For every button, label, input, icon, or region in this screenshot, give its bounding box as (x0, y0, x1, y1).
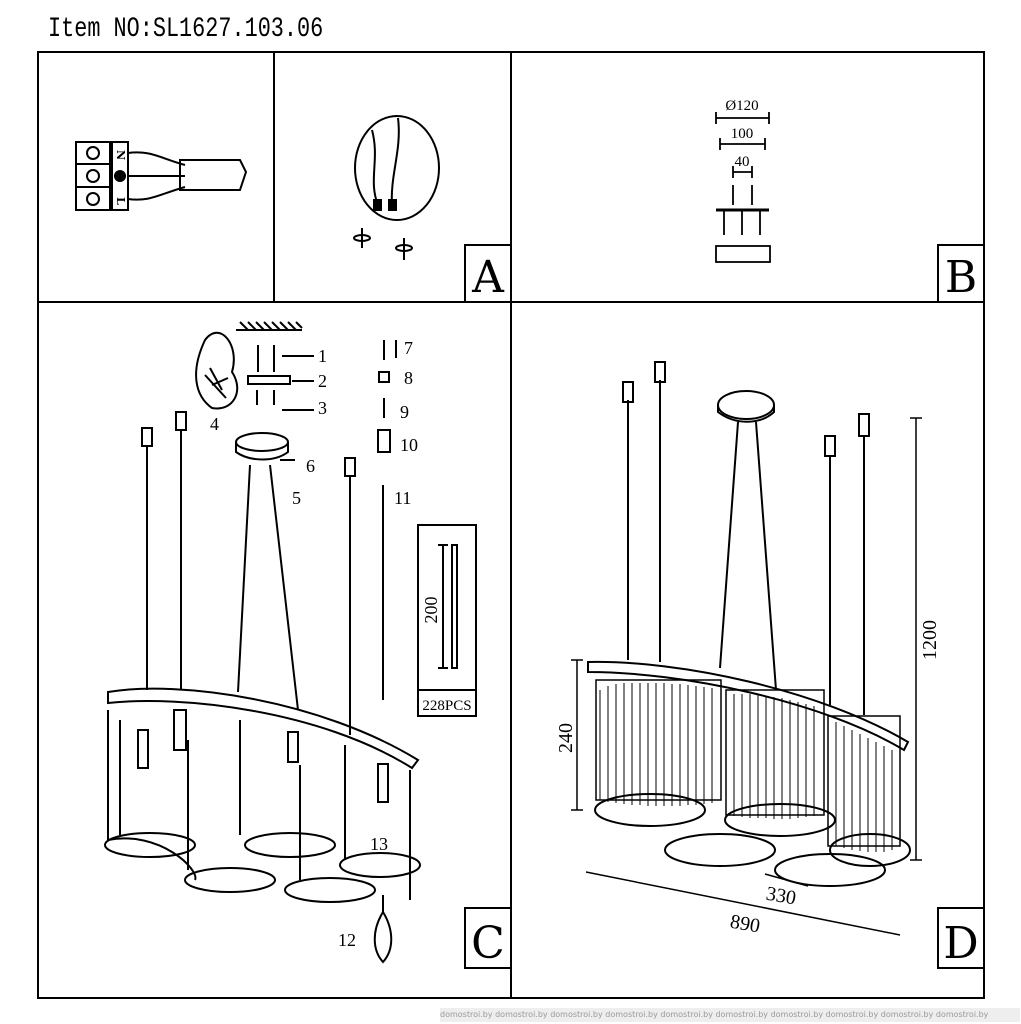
part-label-13: 13 (370, 834, 388, 854)
frame (37, 51, 985, 999)
part-label-9: 9 (400, 402, 409, 422)
part-label-12: 12 (338, 930, 356, 950)
panel-b-letter-box: B (937, 244, 985, 303)
part-label-5: 5 (292, 488, 301, 508)
part-label-3: 3 (318, 398, 327, 418)
panel-c-letter-box: C (464, 907, 512, 969)
terminal-label-n: N (114, 150, 127, 160)
item-number-title: Item NO:SL1627.103.06 (48, 14, 324, 45)
part-number-labels: 1 2 3 4 5 6 7 8 9 10 11 12 13 (210, 338, 418, 950)
dim-overall-length-890: 890 (728, 911, 761, 938)
part-label-8: 8 (404, 368, 413, 388)
mounting-bracket-illustration (715, 112, 771, 263)
part-label-6: 6 (306, 456, 315, 476)
dim-shade-height-240: 240 (555, 723, 577, 753)
assembled-fixture-illustration (571, 361, 922, 936)
watermark-strip: domostroi.by domostroi.by domostroi.by d… (440, 1008, 1020, 1022)
wire-connection-illustration (353, 115, 440, 260)
terminal-block-illustration (75, 141, 248, 211)
dim-height-1200: 1200 (919, 620, 941, 660)
dim-100: 100 (731, 126, 754, 142)
panel-b-letter: B (945, 252, 977, 303)
rod-length-label: 200 (421, 597, 441, 624)
panel-d-letter-box: D (937, 907, 985, 969)
panel-d-letter: D (943, 918, 978, 969)
dim-diameter-120: Ø120 (725, 98, 758, 114)
panel-a-letter-box: A (464, 244, 512, 303)
part-label-2: 2 (318, 371, 327, 391)
part-label-4: 4 (210, 414, 219, 434)
dim-40: 40 (735, 154, 750, 170)
dim-shade-width-330: 330 (764, 883, 797, 910)
part-label-7: 7 (404, 338, 413, 358)
exploded-assembly-illustration (104, 321, 477, 964)
rod-count-label: 228PCS (422, 698, 471, 714)
panel-a-letter: A (471, 252, 505, 303)
part-label-1: 1 (318, 346, 327, 366)
part-label-11: 11 (394, 488, 411, 508)
part-label-10: 10 (400, 435, 418, 455)
panel-c-letter: C (471, 918, 505, 969)
terminal-label-l: L (114, 197, 127, 205)
